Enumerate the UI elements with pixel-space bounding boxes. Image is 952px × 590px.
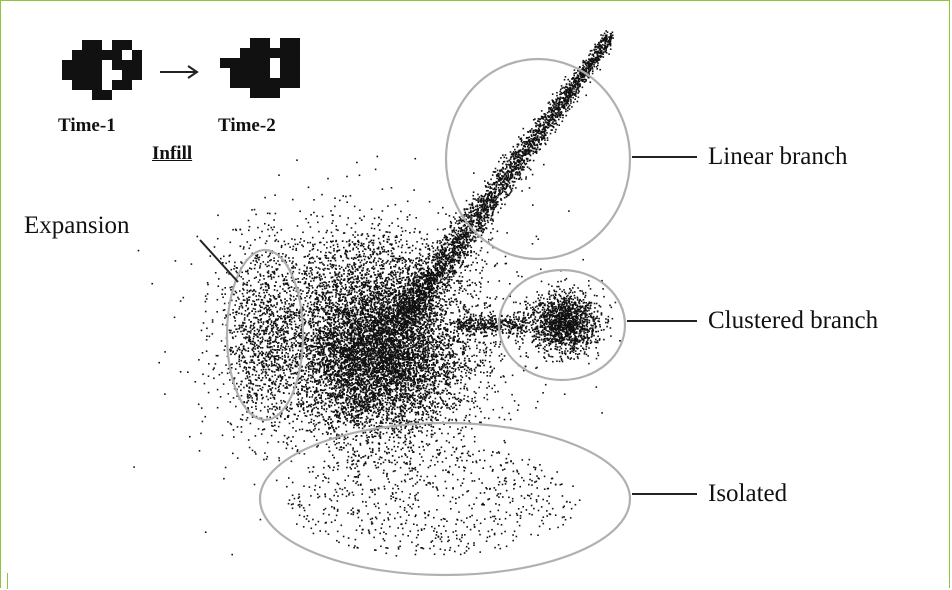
time2-pixel-icon — [220, 38, 300, 98]
expansion-label: Expansion — [24, 212, 130, 239]
linear-branch-ellipse — [444, 57, 632, 261]
linear-branch-label: Linear branch — [708, 143, 848, 170]
scatter-points — [133, 30, 621, 557]
time1-label: Time-1 — [58, 115, 116, 136]
isolated-label: Isolated — [708, 480, 788, 507]
time1-pixel-icon — [62, 40, 142, 100]
expansion-leader — [199, 239, 239, 283]
time2-label: Time-2 — [218, 115, 276, 136]
arrow-right-icon — [160, 65, 199, 79]
isolated-ellipse — [258, 421, 632, 577]
infill-label: Infill — [152, 143, 193, 164]
expansion-ellipse — [225, 248, 305, 422]
clustered-branch-label: Clustered branch — [708, 307, 879, 334]
clustered-branch-ellipse — [497, 268, 627, 382]
